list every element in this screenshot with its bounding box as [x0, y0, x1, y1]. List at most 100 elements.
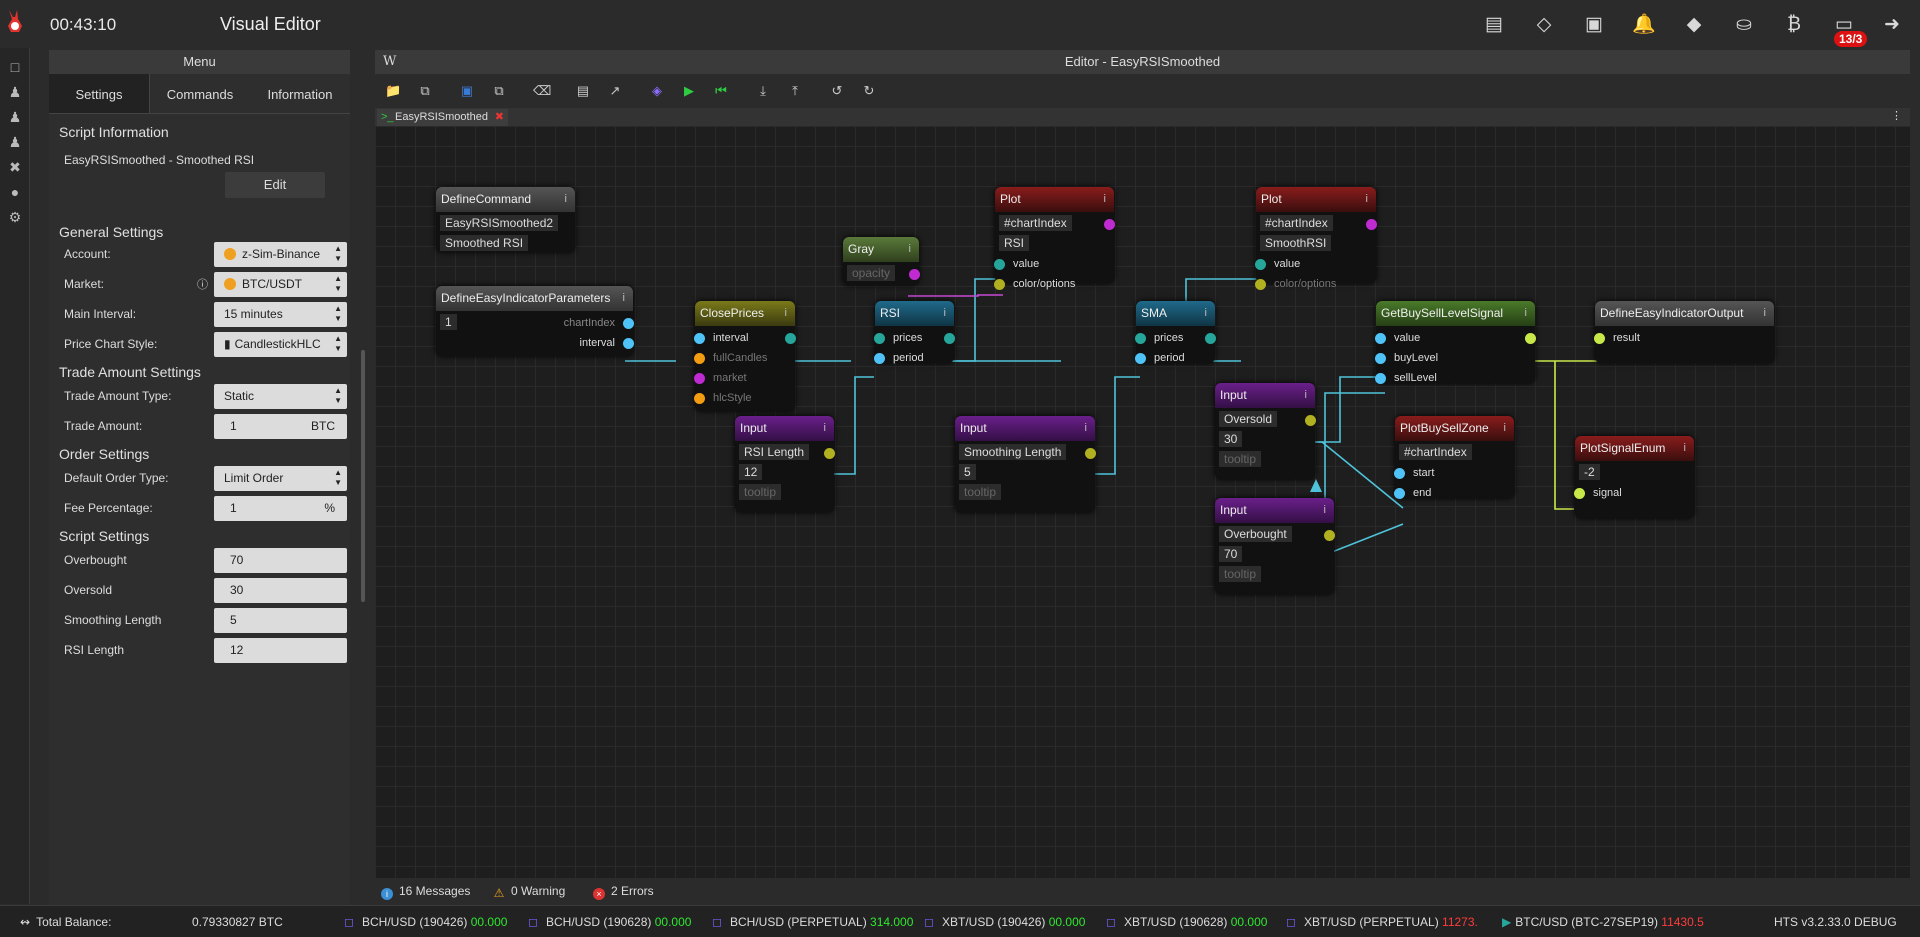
info-icon[interactable]: i — [564, 193, 567, 205]
node-value[interactable]: Oversold — [1219, 411, 1278, 427]
pin-output[interactable] — [1104, 219, 1115, 230]
node-value[interactable]: SmoothRSI — [1260, 235, 1332, 251]
pin-input[interactable] — [1255, 259, 1266, 270]
rsi-length-input[interactable]: 12 — [214, 638, 347, 663]
pin-input[interactable] — [1574, 488, 1585, 499]
ticker-item[interactable]: ◻BCH/USD (PERPETUAL) 314.000 — [712, 915, 913, 929]
ticker-item[interactable]: ▶BTC/USD (BTC-27SEP19) 11430.5 — [1502, 915, 1704, 929]
info-icon[interactable]: i — [1084, 422, 1087, 434]
pin-output[interactable] — [909, 269, 920, 280]
pin-output[interactable] — [944, 333, 955, 344]
node-value[interactable]: Smoothing Length — [959, 444, 1067, 460]
oversold-input[interactable]: 30 — [214, 578, 347, 603]
map-icon[interactable]: ▤ — [1485, 14, 1503, 35]
pin-output[interactable] — [824, 448, 835, 459]
file-tab[interactable]: >_EasyRSISmoothed✖ — [377, 109, 508, 126]
info-icon[interactable]: i — [908, 243, 911, 255]
pin-output[interactable] — [1085, 448, 1096, 459]
pin-input[interactable] — [694, 353, 705, 364]
ticker-item[interactable]: ◻XBT/USD (PERPETUAL) 11273. — [1286, 915, 1478, 929]
ticket-icon[interactable]: ◇ — [1536, 14, 1552, 35]
info-icon[interactable]: i — [1503, 422, 1506, 434]
close-icon[interactable]: ✖ — [494, 111, 504, 123]
fee-input[interactable]: 1% — [214, 496, 347, 521]
undo-icon[interactable]: ↺ — [831, 83, 843, 98]
node-value[interactable]: RSI Length — [739, 444, 810, 460]
info-icon[interactable]: i — [1683, 442, 1686, 454]
node-value[interactable]: #chartIndex — [1260, 215, 1333, 231]
node-value[interactable]: tooltip — [739, 484, 782, 500]
pin-input[interactable] — [1255, 279, 1266, 290]
info-icon[interactable]: i — [1204, 307, 1207, 319]
ticker-item[interactable]: ◻BCH/USD (190628) 00.000 — [528, 915, 691, 929]
network-icon[interactable]: ◈ — [652, 83, 662, 98]
market-select[interactable]: BTC/USDT▲▼ — [214, 272, 347, 297]
node-value[interactable]: EasyRSISmoothed2 — [440, 215, 559, 231]
chess-piece-icon[interactable]: ♟ — [8, 109, 22, 125]
info-icon[interactable]: i — [784, 307, 787, 319]
pin-input[interactable] — [694, 333, 705, 344]
bitcoin-refresh-icon[interactable]: ₿ — [1786, 14, 1802, 35]
ticker-item[interactable]: ◻XBT/USD (190628) 00.000 — [1106, 915, 1267, 929]
pin-input[interactable] — [1375, 373, 1386, 384]
info-icon[interactable]: i — [1524, 307, 1527, 319]
tab-information[interactable]: Information — [267, 87, 333, 102]
document-icon[interactable]: ▤ — [576, 83, 590, 98]
pin-output[interactable] — [1324, 530, 1335, 541]
gears-icon[interactable]: ⚙ — [8, 209, 22, 225]
pin-input[interactable] — [874, 333, 885, 344]
order-type-select[interactable]: Limit Order▲▼ — [214, 466, 347, 491]
node-value[interactable]: 12 — [739, 464, 763, 480]
pin-input[interactable] — [1594, 333, 1605, 344]
info-icon[interactable]: i — [1365, 193, 1368, 205]
chess-piece-icon[interactable]: ♟ — [8, 134, 22, 150]
node-value[interactable]: 5 — [959, 464, 976, 480]
pin-input[interactable] — [874, 353, 885, 364]
ticker-item[interactable]: ◻XBT/USD (190426) 00.000 — [924, 915, 1085, 929]
trash-icon[interactable]: ⌫ — [533, 83, 552, 98]
info-icon[interactable]: i — [1304, 389, 1307, 401]
logout-icon[interactable]: ➜ — [1884, 14, 1900, 35]
more-icon[interactable]: ⋮ — [1891, 110, 1902, 122]
inbox-icon[interactable]: ▭ — [1835, 14, 1853, 35]
pin-input[interactable] — [694, 373, 705, 384]
info-icon[interactable]: ⓘ — [197, 279, 208, 291]
duplicate-icon[interactable]: ⧉ — [420, 83, 430, 98]
node-value[interactable]: 70 — [1219, 546, 1243, 562]
save-icon[interactable]: ▣ — [460, 83, 474, 98]
copy-icon[interactable]: ⧉ — [494, 83, 504, 98]
frame-icon[interactable]: ▣ — [1585, 14, 1603, 35]
pin-input[interactable] — [1135, 333, 1146, 344]
upload-icon[interactable]: ⤒ — [792, 83, 798, 98]
node-value[interactable]: Smoothed RSI — [440, 235, 529, 251]
pin-input[interactable] — [1394, 488, 1405, 499]
node-value[interactable]: RSI — [999, 235, 1030, 251]
ticker-item[interactable]: ◻BCH/USD (190426) 00.000 — [344, 915, 507, 929]
monitor-icon[interactable]: □ — [10, 59, 20, 75]
chart-icon[interactable]: ↗ — [609, 83, 621, 98]
run-icon[interactable]: ▶ — [684, 83, 694, 98]
pin-input[interactable] — [1375, 333, 1386, 344]
panel-splitter[interactable] — [361, 350, 365, 602]
download-icon[interactable]: ⤓ — [760, 83, 766, 98]
info-icon[interactable]: i — [943, 307, 946, 319]
chess-piece-icon[interactable]: ♟ — [8, 84, 22, 100]
tag-icon[interactable]: ◆ — [1686, 14, 1702, 35]
interval-select[interactable]: 15 minutes▲▼ — [214, 302, 347, 327]
node-value[interactable]: tooltip — [1219, 451, 1262, 467]
trade-type-select[interactable]: Static▲▼ — [214, 384, 347, 409]
